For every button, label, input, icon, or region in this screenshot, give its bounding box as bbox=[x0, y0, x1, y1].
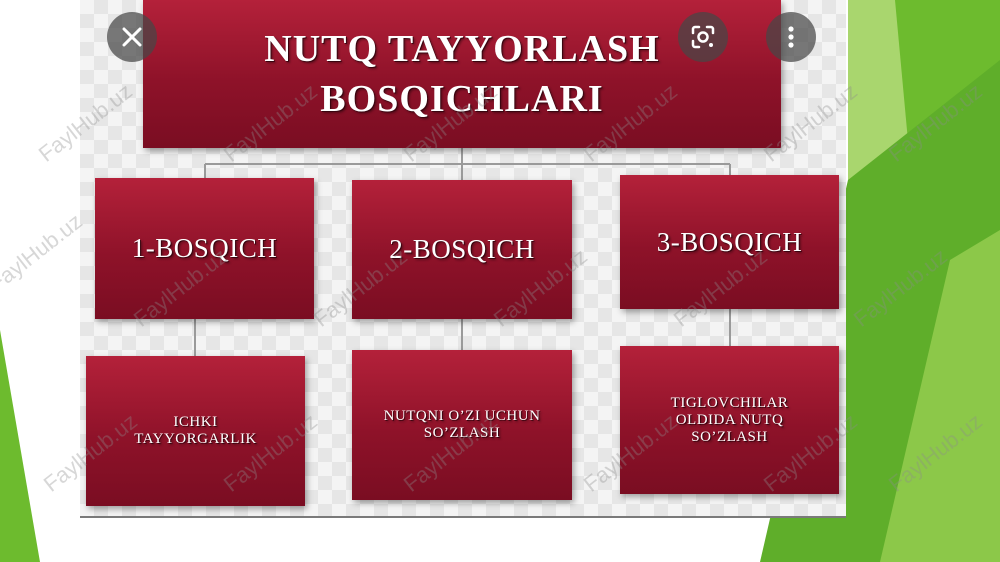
title-line-2: BOSQICHLARI bbox=[320, 78, 604, 120]
stage-3-box: 3-BOSQICH bbox=[620, 175, 839, 309]
stage-1-box: 1-BOSQICH bbox=[95, 178, 314, 319]
stage-3-label: 3-BOSQICH bbox=[656, 226, 803, 257]
title-line-1: NUTQ TAYYORLASH bbox=[264, 28, 660, 70]
stage-1-label: 1-BOSQICH bbox=[131, 233, 278, 263]
stage-3-description: TIGLOVCHILAR OLDIDA NUTQ SO’ZLASH bbox=[620, 346, 839, 494]
close-icon bbox=[122, 27, 142, 47]
stage-2-description-line: SO’ZLASH bbox=[423, 425, 501, 441]
stage-2-label: 2-BOSQICH bbox=[389, 234, 535, 264]
stage-1-description-line: ICHKI bbox=[173, 414, 218, 430]
more-vertical-icon bbox=[788, 26, 794, 48]
more-options-button[interactable] bbox=[766, 12, 816, 62]
stage-1-description: ICHKI TAYYORGARLIK bbox=[86, 356, 305, 506]
lens-icon bbox=[691, 25, 715, 49]
close-button[interactable] bbox=[107, 12, 157, 62]
stage-2-description: NUTQNI O’ZI UCHUN SO’ZLASH bbox=[352, 350, 572, 500]
stage-2-description-line: NUTQNI O’ZI UCHUN bbox=[383, 408, 541, 424]
stage-2-box: 2-BOSQICH bbox=[352, 180, 572, 319]
lens-search-button[interactable] bbox=[678, 12, 728, 62]
stage-3-description-line: SO’ZLASH bbox=[691, 428, 768, 445]
stage-1-description-line: TAYYORGARLIK bbox=[134, 431, 257, 447]
diagram-title: NUTQ TAYYORLASH BOSQICHLARI bbox=[143, 0, 781, 148]
stage-3-description-line: OLDIDA NUTQ bbox=[675, 411, 784, 428]
stage-3-description-line: TIGLOVCHILAR bbox=[670, 394, 789, 411]
